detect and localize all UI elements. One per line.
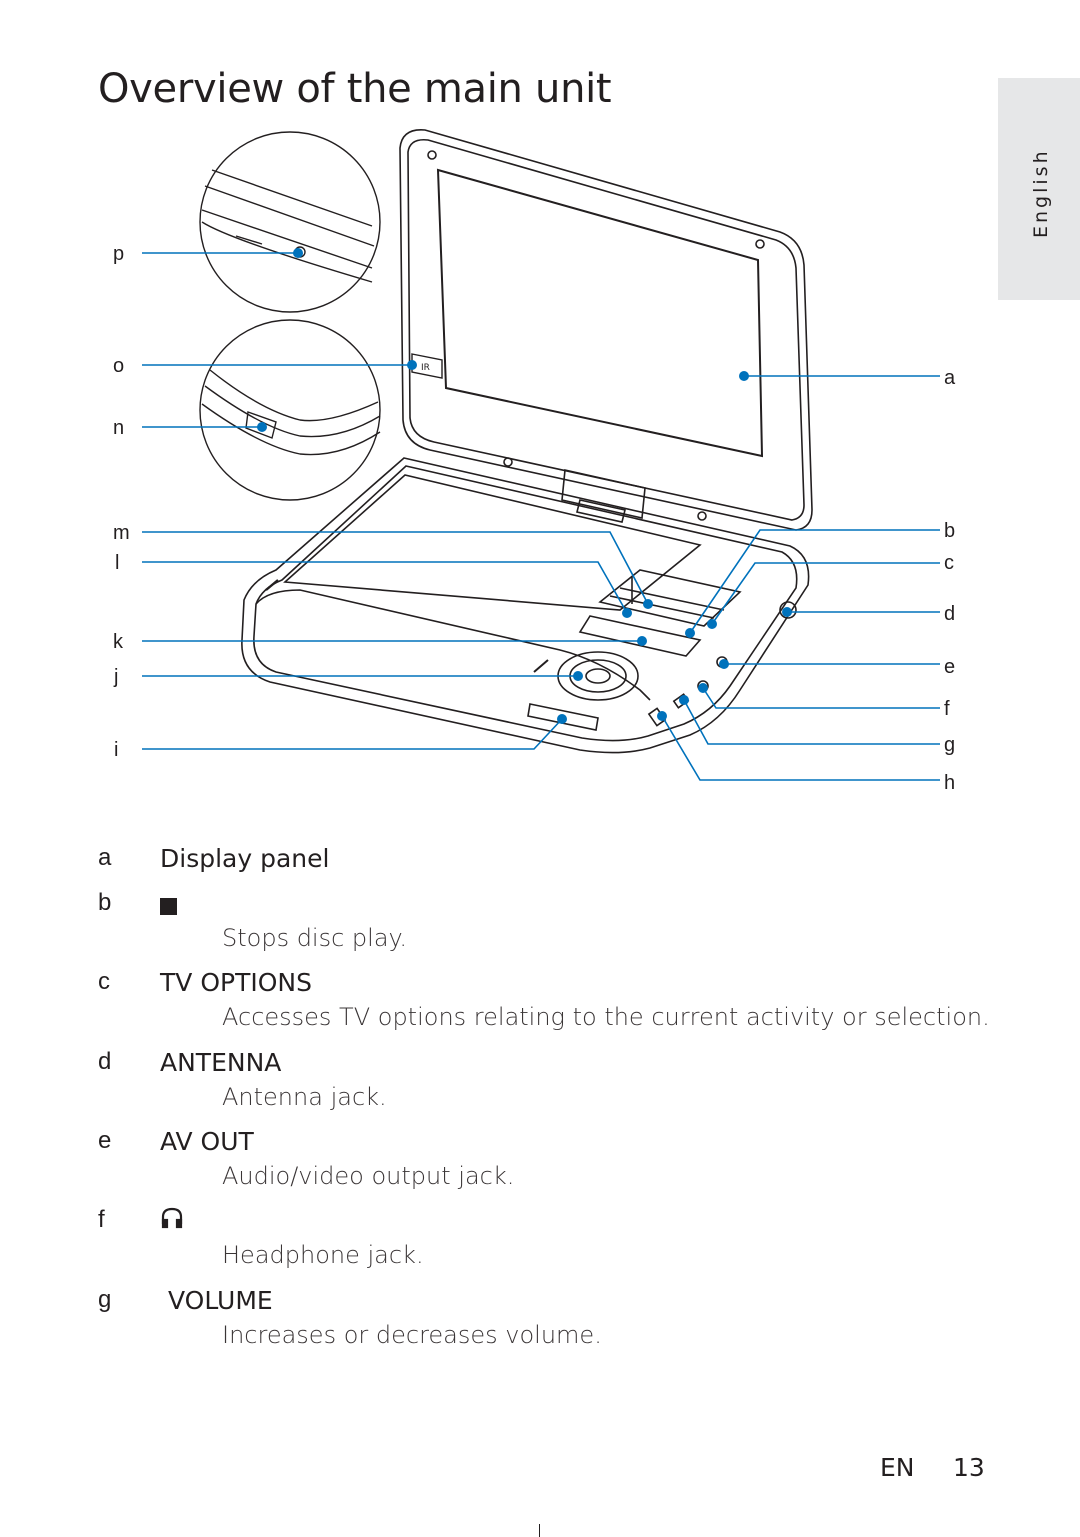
ir-badge: IR (421, 363, 430, 373)
legend-name: TV OPTIONS (160, 968, 312, 997)
legend-name: ANTENNA (160, 1048, 282, 1077)
legend-description: Increases or decreases volume. (222, 1321, 602, 1349)
callout-f: f (944, 698, 950, 720)
callout-o: o (113, 355, 124, 377)
callout-g: g (944, 734, 955, 756)
legend-description: Headphone jack. (222, 1241, 424, 1269)
callout-p: p (113, 243, 124, 265)
legend-name: Display panel (160, 844, 330, 873)
legend-name: AV OUT (160, 1127, 254, 1156)
callout-c: c (944, 552, 954, 574)
callout-i: i (114, 739, 118, 761)
legend-description: Antenna jack. (222, 1083, 387, 1111)
stop-icon (160, 892, 177, 921)
callout-d: d (944, 603, 955, 625)
callout-a: a (944, 367, 956, 389)
detail-zoom-circles (199, 131, 381, 501)
callout-h: h (944, 772, 955, 794)
headphone-icon (160, 1206, 184, 1236)
legend-description: Audio/video output jack. (222, 1162, 515, 1190)
legend-letter: e (98, 1127, 112, 1154)
legend-letter: a (98, 844, 112, 871)
legend-letter: d (98, 1048, 112, 1075)
callout-labels-left: p o n m l k j i (113, 243, 130, 761)
footer-language: EN (880, 1453, 915, 1482)
page-title: Overview of the main unit (98, 66, 612, 112)
callout-n: n (113, 417, 124, 439)
device-illustration: IR (113, 129, 956, 794)
legend-description: Stops disc play. (222, 924, 407, 952)
callout-j: j (113, 666, 118, 688)
legend-letter: f (98, 1206, 105, 1233)
callout-k: k (113, 631, 124, 653)
page-number: 13 (953, 1453, 985, 1482)
crop-mark (539, 1524, 540, 1537)
legend-letter: c (98, 968, 110, 995)
callout-labels-right: a b c d e f g h (944, 367, 956, 794)
legend-letter: b (98, 889, 112, 916)
callout-dots (257, 248, 792, 724)
callout-lines (142, 252, 940, 781)
language-tab (998, 78, 1080, 300)
legend-letter: g (98, 1286, 112, 1313)
callout-m: m (113, 522, 130, 544)
device-lid (399, 129, 813, 531)
callout-b: b (944, 520, 955, 542)
callout-e: e (944, 656, 955, 678)
device-hinge (561, 469, 646, 523)
legend-description: Accesses TV options relating to the curr… (222, 1003, 990, 1031)
legend-name: VOLUME (168, 1286, 273, 1315)
callout-l: l (115, 552, 119, 574)
